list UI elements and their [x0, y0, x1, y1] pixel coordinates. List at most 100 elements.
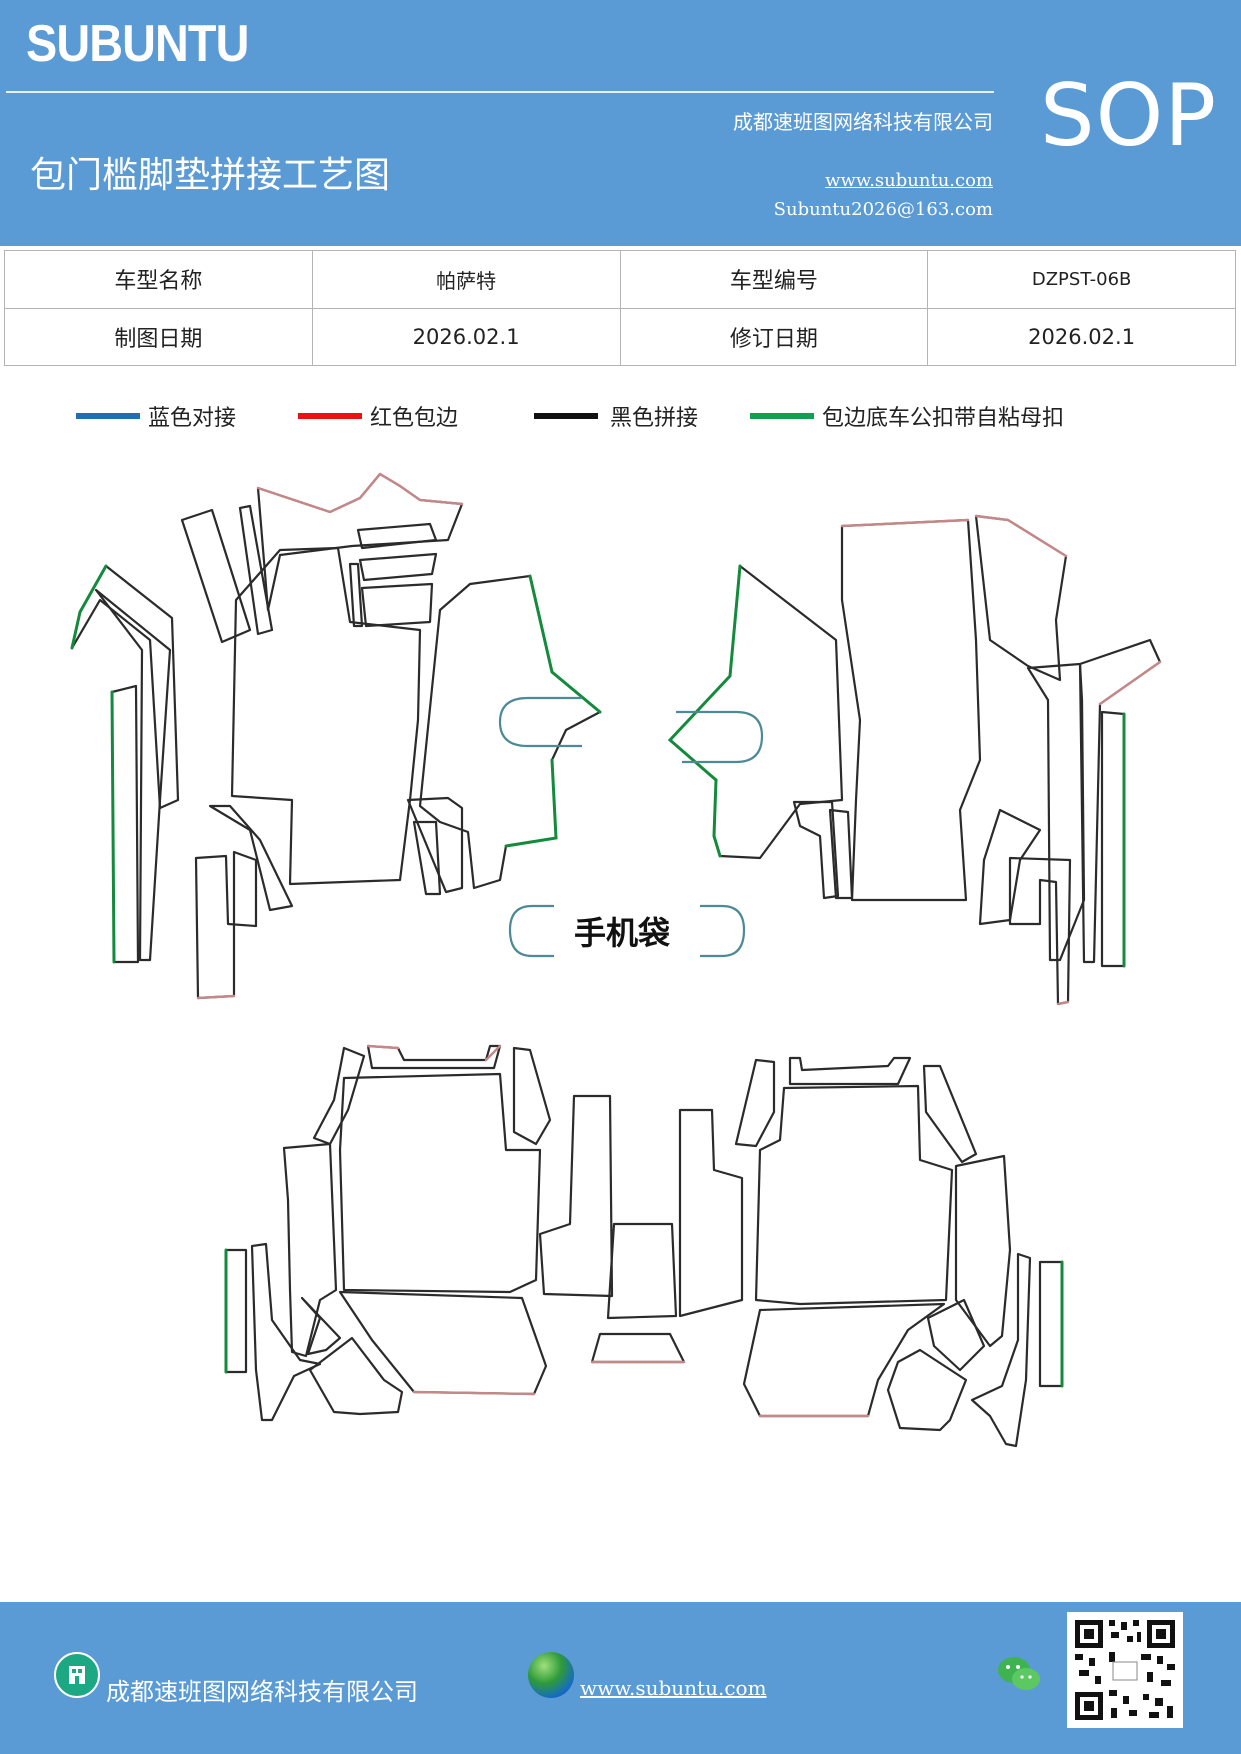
footer-company: 成都速班图网络科技有限公司 — [106, 1678, 418, 1706]
rear-right-outer-panel — [954, 1154, 1012, 1348]
rear-right-sill-strip — [970, 1252, 1032, 1448]
wechat-icon[interactable] — [996, 1654, 1042, 1694]
footer-website-link[interactable]: www.subuntu.com — [580, 1676, 767, 1700]
legend-label-blue: 蓝色对接 — [148, 406, 237, 431]
front-right-heel-strip — [1008, 856, 1072, 1006]
globe-icon — [528, 1652, 574, 1698]
info-row-dates: 制图日期 2026.02.1 修订日期 2026.02.1 — [4, 307, 1236, 366]
front-left-heel-slot-2 — [358, 552, 438, 582]
edge-binding-front-right-top — [840, 518, 970, 528]
rear-right-top-strip — [788, 1056, 912, 1086]
edge-binding-rear-left-top — [366, 1044, 502, 1062]
front-left-pillar-b — [238, 504, 274, 636]
info-row-model: 车型名称 帕萨特 车型编号 DZPST-06B — [4, 250, 1236, 309]
rear-right-corner-b — [886, 1348, 968, 1432]
front-right-sill-strip — [1078, 638, 1162, 964]
edge-binding-top-left — [256, 472, 382, 514]
front-right-corner-piece — [974, 514, 1068, 682]
page-title: 包门槛脚垫拼接工艺图 — [30, 155, 391, 196]
green-edge-front-right-left-panel — [667, 564, 742, 782]
blue-joint-left — [498, 696, 582, 748]
edge-binding-rear-left-bottom — [412, 1390, 536, 1396]
rear-left-side-tab-left — [312, 1046, 366, 1146]
model-name-value: 帕萨特 — [311, 250, 621, 309]
front-left-main-panel — [230, 546, 422, 886]
phone-pocket-left-bracket — [508, 904, 554, 958]
legend-item-blue: 蓝色对接 — [76, 400, 236, 432]
front-left-side-panel — [94, 588, 172, 962]
green-edge-front-left-right-panel — [528, 574, 602, 714]
draw-date-value: 2026.02.1 — [311, 307, 621, 366]
green-edge-front-left-strip — [110, 690, 116, 964]
front-left-small-notch — [348, 562, 364, 628]
rear-left-green-strip — [224, 1248, 248, 1374]
rear-left-main-panel — [338, 1072, 542, 1294]
front-left-pillar-a — [180, 508, 252, 644]
green-edge-front-left-sill — [70, 564, 108, 650]
brand-logo: SUBUNTU — [26, 15, 249, 73]
front-right-green-strip — [1100, 710, 1126, 968]
mat-splicing-diagram: 手机袋 — [70, 472, 1162, 1448]
rear-left-middle-panel — [538, 1094, 614, 1298]
rear-left-lower-panel — [338, 1290, 548, 1396]
legend-item-black: 黑色拼接 — [534, 400, 698, 432]
legend-swatch-green — [750, 413, 814, 419]
building-icon — [54, 1652, 100, 1698]
rear-right-side-tab-right — [922, 1064, 978, 1164]
edge-binding-front-left-pillar — [378, 472, 464, 506]
revise-date-value: 2026.02.1 — [927, 307, 1236, 366]
front-left-lower-strip-b — [412, 820, 442, 896]
rear-right-lower-panel — [742, 1302, 946, 1418]
front-left-right-panel — [418, 574, 602, 890]
phone-pocket-label: 手机袋 — [574, 914, 670, 952]
center-tunnel-top — [606, 1222, 678, 1320]
header-company: 成都速班图网络科技有限公司 — [733, 110, 993, 134]
header-divider — [6, 91, 994, 93]
rear-left-side-tab-right — [512, 1046, 552, 1146]
legend-swatch-blue — [76, 413, 140, 419]
legend-item-red: 红色包边 — [298, 400, 458, 432]
rear-right-side-tab-left — [734, 1058, 776, 1148]
legend-label-green: 包边底车公扣带自粘母扣 — [822, 406, 1065, 431]
center-tunnel-bottom — [590, 1332, 686, 1364]
front-left-heel-slot-3 — [360, 582, 434, 628]
blue-joint-right — [676, 710, 764, 764]
edge-binding-front-right-corner — [974, 514, 1068, 558]
front-left-lower-strip-a — [406, 796, 464, 894]
model-code-value: DZPST-06B — [927, 250, 1236, 309]
legend-item-green: 包边底车公扣带自粘母扣 — [750, 400, 1064, 432]
front-right-lower-strip-b — [828, 808, 854, 900]
rear-right-corner-a — [926, 1298, 986, 1372]
phone-pocket-right-bracket — [700, 904, 746, 958]
draw-date-label: 制图日期 — [4, 307, 313, 366]
rear-left-outer-panel — [282, 1142, 338, 1358]
header-website-link[interactable]: www.subuntu.com — [825, 170, 993, 191]
front-left-bottom-corner — [208, 804, 294, 912]
rear-left-corner-a — [300, 1296, 342, 1356]
page-footer: 成都速班图网络科技有限公司 www.subuntu.com — [0, 1602, 1241, 1754]
rear-left-corner-b — [308, 1336, 404, 1416]
front-right-lower-strip-a — [792, 800, 840, 900]
front-left-heel-strip — [194, 850, 258, 1000]
legend-swatch-red — [298, 413, 362, 419]
info-table: 车型名称 帕萨特 车型编号 DZPST-06B 制图日期 2026.02.1 修… — [4, 250, 1236, 366]
legend-label-red: 红色包边 — [370, 406, 459, 431]
revise-date-label: 修订日期 — [619, 307, 929, 366]
front-left-green-strip — [110, 684, 140, 964]
model-code-label: 车型编号 — [619, 250, 929, 309]
legend-label-black: 黑色拼接 — [610, 406, 699, 431]
header-email: Subuntu2026@163.com — [773, 199, 993, 220]
model-name-label: 车型名称 — [4, 250, 313, 309]
green-edge-front-left-right-panel-low — [504, 758, 558, 848]
rear-right-middle-panel — [678, 1108, 744, 1318]
green-edge-front-right-left-panel-low — [712, 778, 722, 858]
page-header: SUBUNTU 成都速班图网络科技有限公司 包门槛脚垫拼接工艺图 www.sub… — [0, 0, 1241, 246]
edge-binding-front-left-heel — [196, 994, 236, 1000]
legend-swatch-black — [534, 413, 598, 419]
rear-right-main-panel — [754, 1084, 954, 1306]
edge-binding-front-right-sill — [1098, 660, 1162, 706]
front-right-main-panel — [840, 518, 982, 902]
legend: 蓝色对接 红色包边 黑色拼接 包边底车公扣带自粘母扣 — [0, 400, 1241, 440]
qr-code — [1067, 1612, 1183, 1728]
rear-left-top-strip — [366, 1044, 502, 1070]
